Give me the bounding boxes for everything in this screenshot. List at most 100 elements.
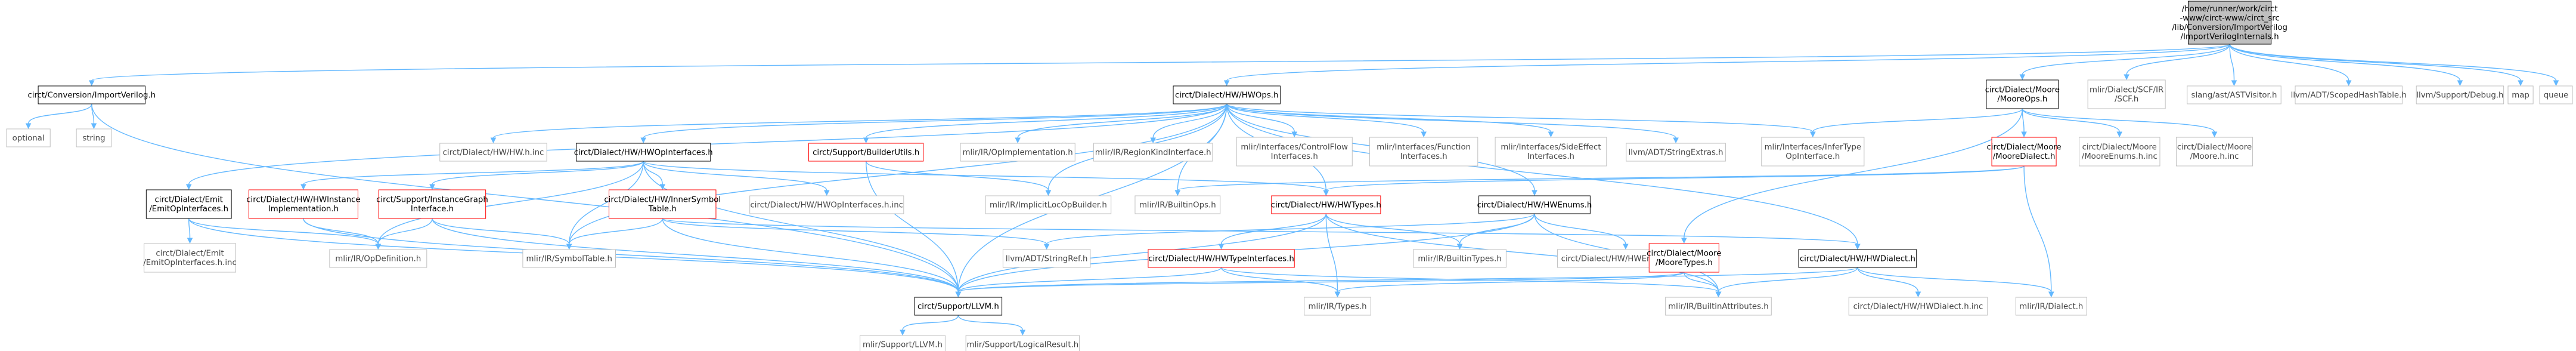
edge-hwops-to-builderutils [863, 103, 1227, 144]
node-label: circt/Dialect/Moore [2177, 143, 2252, 152]
node-box [144, 243, 236, 273]
node-box [439, 143, 547, 162]
node-llvmh-link[interactable]: circt/Support/LLVM.h [914, 297, 1003, 316]
node-mooredialect-link[interactable]: circt/Dialect/Moore/MooreDialect.h [1986, 137, 2062, 167]
node-label: circt/Dialect/Moore [1986, 143, 2061, 152]
node-box [1173, 85, 1281, 104]
edge-hwopinterfaces-to-hwinstance [300, 161, 644, 190]
node-types: mlir/IR/Types.h [1304, 297, 1371, 316]
node-label: mlir/IR/BuiltinAttributes.h [1668, 302, 1769, 311]
node-label: circt/Dialect/Moore [2082, 143, 2157, 152]
edge-hwenums-to-hwenumsinc [1534, 213, 1629, 250]
node-label: /MooreEnums.h.inc [2082, 152, 2157, 161]
node-label: circt/Dialect/Moore [1647, 250, 1721, 258]
node-box [2416, 85, 2504, 104]
node-mooreops-link[interactable]: circt/Dialect/Moore/MooreOps.h [1985, 79, 2060, 109]
edge-hwops-to-regionkind [1150, 103, 1227, 144]
node-label: /lib/Conversion/ImportVerilog [2172, 23, 2287, 32]
node-label: circt/Dialect/Emit [155, 196, 223, 205]
node-label: /SCF.h [2115, 95, 2138, 104]
node-label: circt/Support/LLVM.h [917, 302, 999, 311]
node-label: circt/Dialect/Moore [1985, 86, 2060, 95]
node-label: /ImportVerilogInternals.h [2181, 33, 2279, 42]
node-label: Interfaces.h [1400, 152, 1447, 161]
node-label: mlir/Support/LogicalResult.h [967, 340, 1079, 349]
node-label: mlir/IR/BuiltinOps.h [1139, 201, 1216, 210]
edge-mooredialect-to-dialect [2023, 165, 2054, 298]
node-scopedhash: llvm/ADT/ScopedHashTable.h [2291, 85, 2407, 104]
node-scf: mlir/Dialect/SCF/IR/SCF.h [2087, 79, 2166, 109]
node-label: circt/Dialect/HW/InnerSymbol [604, 196, 721, 205]
nodes-layer: /home/runner/work/circt-www/circt-www/ci… [6, 1, 2573, 351]
edge-importverilog-to-optional [25, 103, 92, 130]
node-label: mlir/IR/OpImplementation.h [963, 148, 1073, 157]
node-debug: llvm/Support/Debug.h [2416, 85, 2504, 104]
node-box [1093, 143, 1213, 162]
node-label: mlir/IR/Dialect.h [2019, 302, 2083, 311]
node-label: llvm/ADT/ScopedHashTable.h [2291, 91, 2407, 100]
node-label: circt/Dialect/HW/HWTypes.h [1271, 201, 1381, 210]
node-box [2079, 137, 2160, 167]
node-label: Interface.h [411, 205, 454, 214]
node-dialect: mlir/IR/Dialect.h [2015, 297, 2087, 316]
node-label: circt/Dialect/HW/HWOpInterfaces.h [574, 148, 713, 157]
node-mooretypes-link[interactable]: circt/Dialect/Moore/MooreTypes.h [1647, 243, 1721, 273]
node-opimpl: mlir/IR/OpImplementation.h [960, 143, 1075, 162]
node-box [329, 249, 427, 268]
edge-root-to-scf [2124, 44, 2230, 81]
node-label: circt/Dialect/HW/HWDialect.h [1800, 254, 1915, 263]
edges-layer [25, 44, 2559, 336]
node-box [914, 297, 1003, 316]
node-root-link[interactable]: /home/runner/work/circt-www/circt-www/ci… [2172, 1, 2287, 45]
node-label: map [2512, 91, 2529, 100]
edge-root-to-astvisitor [2229, 44, 2237, 87]
node-emitopif-link[interactable]: circt/Dialect/Emit/EmitOpInterfaces.h [145, 189, 232, 219]
node-box [960, 143, 1075, 162]
node-box [1626, 143, 1726, 162]
node-box [1236, 137, 1353, 167]
node-box [2539, 85, 2573, 104]
node-label: llvm/ADT/StringExtras.h [1629, 148, 1723, 157]
edge-innersym-to-symboltable [566, 218, 663, 250]
edge-hwenums-to-stringref [1043, 213, 1535, 250]
node-hwopinterfaces-link[interactable]: circt/Dialect/HW/HWOpInterfaces.h [574, 143, 713, 162]
node-builderutils-link[interactable]: circt/Support/BuilderUtils.h [808, 143, 924, 162]
edge-hwops-to-infertype [1226, 103, 1816, 138]
edge-hwopinterfaces-to-hwopifinc [643, 161, 830, 196]
node-hwtypeif-link[interactable]: circt/Dialect/HW/HWTypeInterfaces.h [1148, 249, 1295, 268]
node-label: circt/Dialect/HW/HWDialect.h.inc [1853, 302, 1983, 311]
edge-hwops-to-functionif [1226, 103, 1427, 138]
node-optional: optional [6, 128, 51, 147]
node-box [965, 335, 1080, 351]
node-label: /Moore.h.inc [2190, 152, 2239, 161]
node-hwtypes-link[interactable]: circt/Dialect/HW/HWTypes.h [1271, 195, 1381, 214]
node-box [1648, 243, 1719, 273]
node-box [2187, 85, 2281, 104]
node-label: llvm/Support/Debug.h [2416, 91, 2503, 100]
node-box [2507, 85, 2534, 104]
edge-hwopinterfaces-to-instancegraph [429, 161, 644, 190]
node-box [248, 189, 358, 219]
node-hwopifinc: circt/Dialect/HW/HWOpInterfaces.h.inc [749, 195, 904, 214]
node-label: optional [13, 134, 45, 143]
node-hwdialectinc: circt/Dialect/HW/HWDialect.h.inc [1848, 297, 1988, 316]
node-hwinstance-link[interactable]: circt/Dialect/HW/HWInstanceImplementatio… [246, 189, 361, 219]
node-hwops-link[interactable]: circt/Dialect/HW/HWOps.h [1173, 85, 1281, 104]
node-label: mlir/IR/BuiltinTypes.h [1418, 254, 1501, 263]
node-hwenums-link[interactable]: circt/Dialect/HW/HWEnums.h [1477, 195, 1592, 214]
node-box [2015, 297, 2087, 316]
edge-hwdialect-to-llvmh [955, 267, 1858, 298]
node-box [1304, 297, 1371, 316]
node-box [1002, 249, 1091, 268]
node-hwdialect-link[interactable]: circt/Dialect/HW/HWDialect.h [1798, 249, 1917, 268]
node-builtinops: mlir/IR/BuiltinOps.h [1134, 195, 1221, 214]
node-label: mlir/IR/Types.h [1309, 302, 1367, 311]
node-box [1413, 249, 1506, 268]
node-importverilog-link[interactable]: circt/Conversion/ImportVerilog.h [27, 85, 156, 104]
edge-llvmh-to-logicalresult [957, 315, 1026, 336]
node-label: /MooreOps.h [1997, 95, 2047, 104]
